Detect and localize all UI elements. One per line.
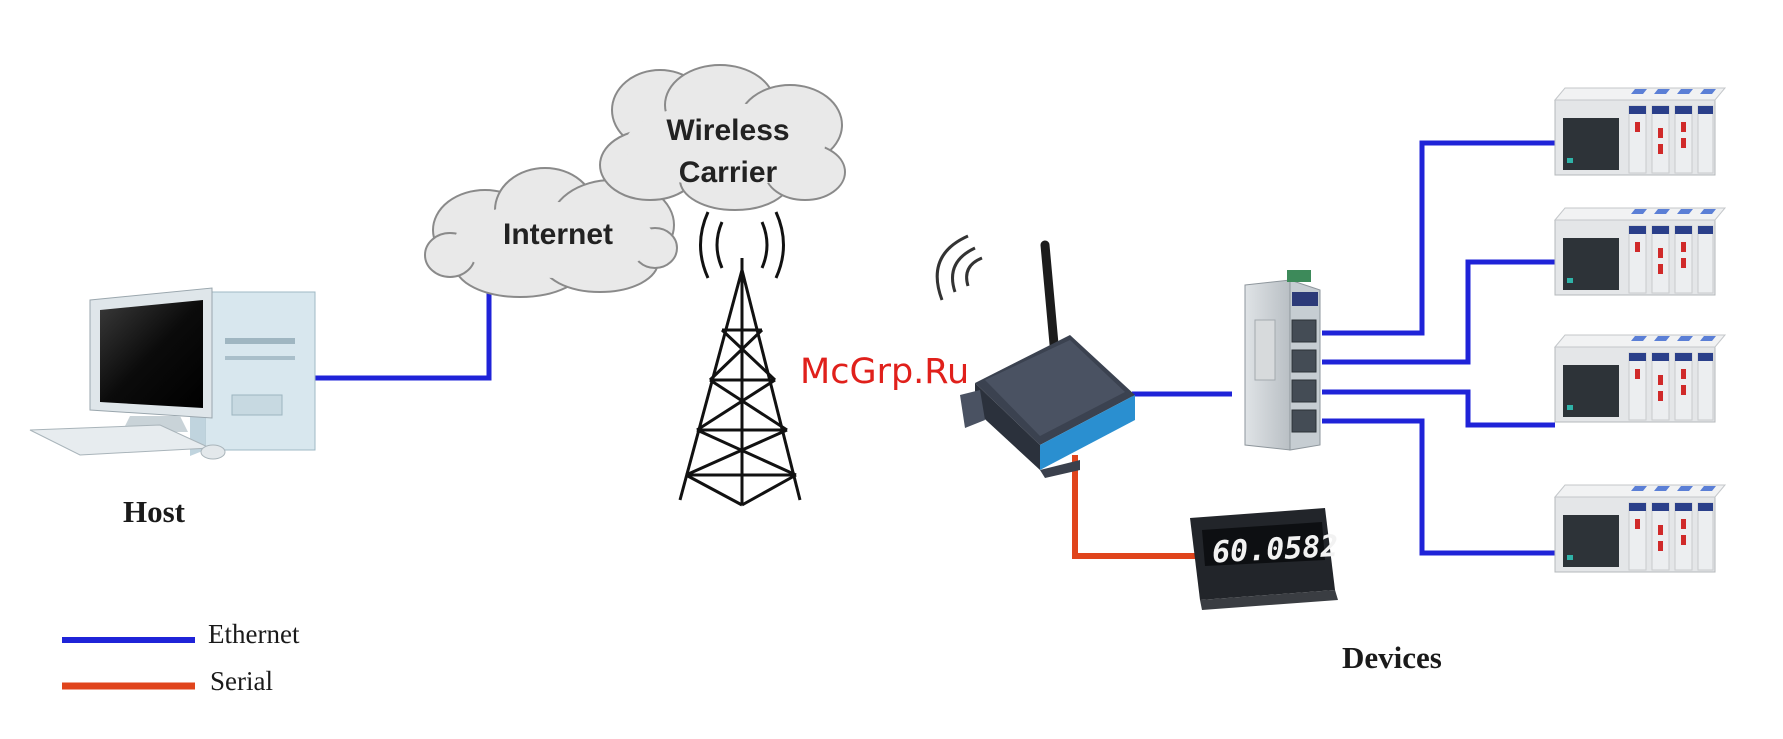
ethernet-switch-icon [1245, 270, 1320, 450]
host-label: Host [123, 494, 186, 529]
plc-device-icon [1555, 88, 1725, 175]
wireless-carrier-label-line2: Carrier [679, 156, 778, 189]
modem-to-meter-serial-link [1075, 455, 1200, 556]
legend-ethernet-label: Ethernet [208, 619, 300, 649]
plc-device-icon [1555, 208, 1725, 295]
internet-label: Internet [503, 218, 613, 251]
switch-to-plc-4-link [1322, 421, 1555, 553]
wireless-carrier-label-line1: Wireless [666, 114, 789, 147]
host-to-internet-link [312, 289, 489, 378]
cell-tower-icon [680, 212, 800, 505]
legend: Ethernet Serial [62, 619, 300, 696]
host-computer-icon [30, 288, 315, 459]
legend-serial-label: Serial [210, 666, 273, 696]
watermark-text: McGrp.Ru [800, 352, 969, 392]
plc-device-icon [1555, 485, 1725, 572]
wireless-modem-icon [960, 245, 1135, 478]
switch-to-plc-2-link [1322, 262, 1555, 362]
switch-to-plc-1-link [1322, 143, 1555, 333]
plc-device-icon [1555, 335, 1725, 422]
wireless-signal-icon [937, 236, 982, 300]
devices-label: Devices [1342, 640, 1442, 675]
meter-display-text: 60.0582 [1211, 529, 1339, 571]
